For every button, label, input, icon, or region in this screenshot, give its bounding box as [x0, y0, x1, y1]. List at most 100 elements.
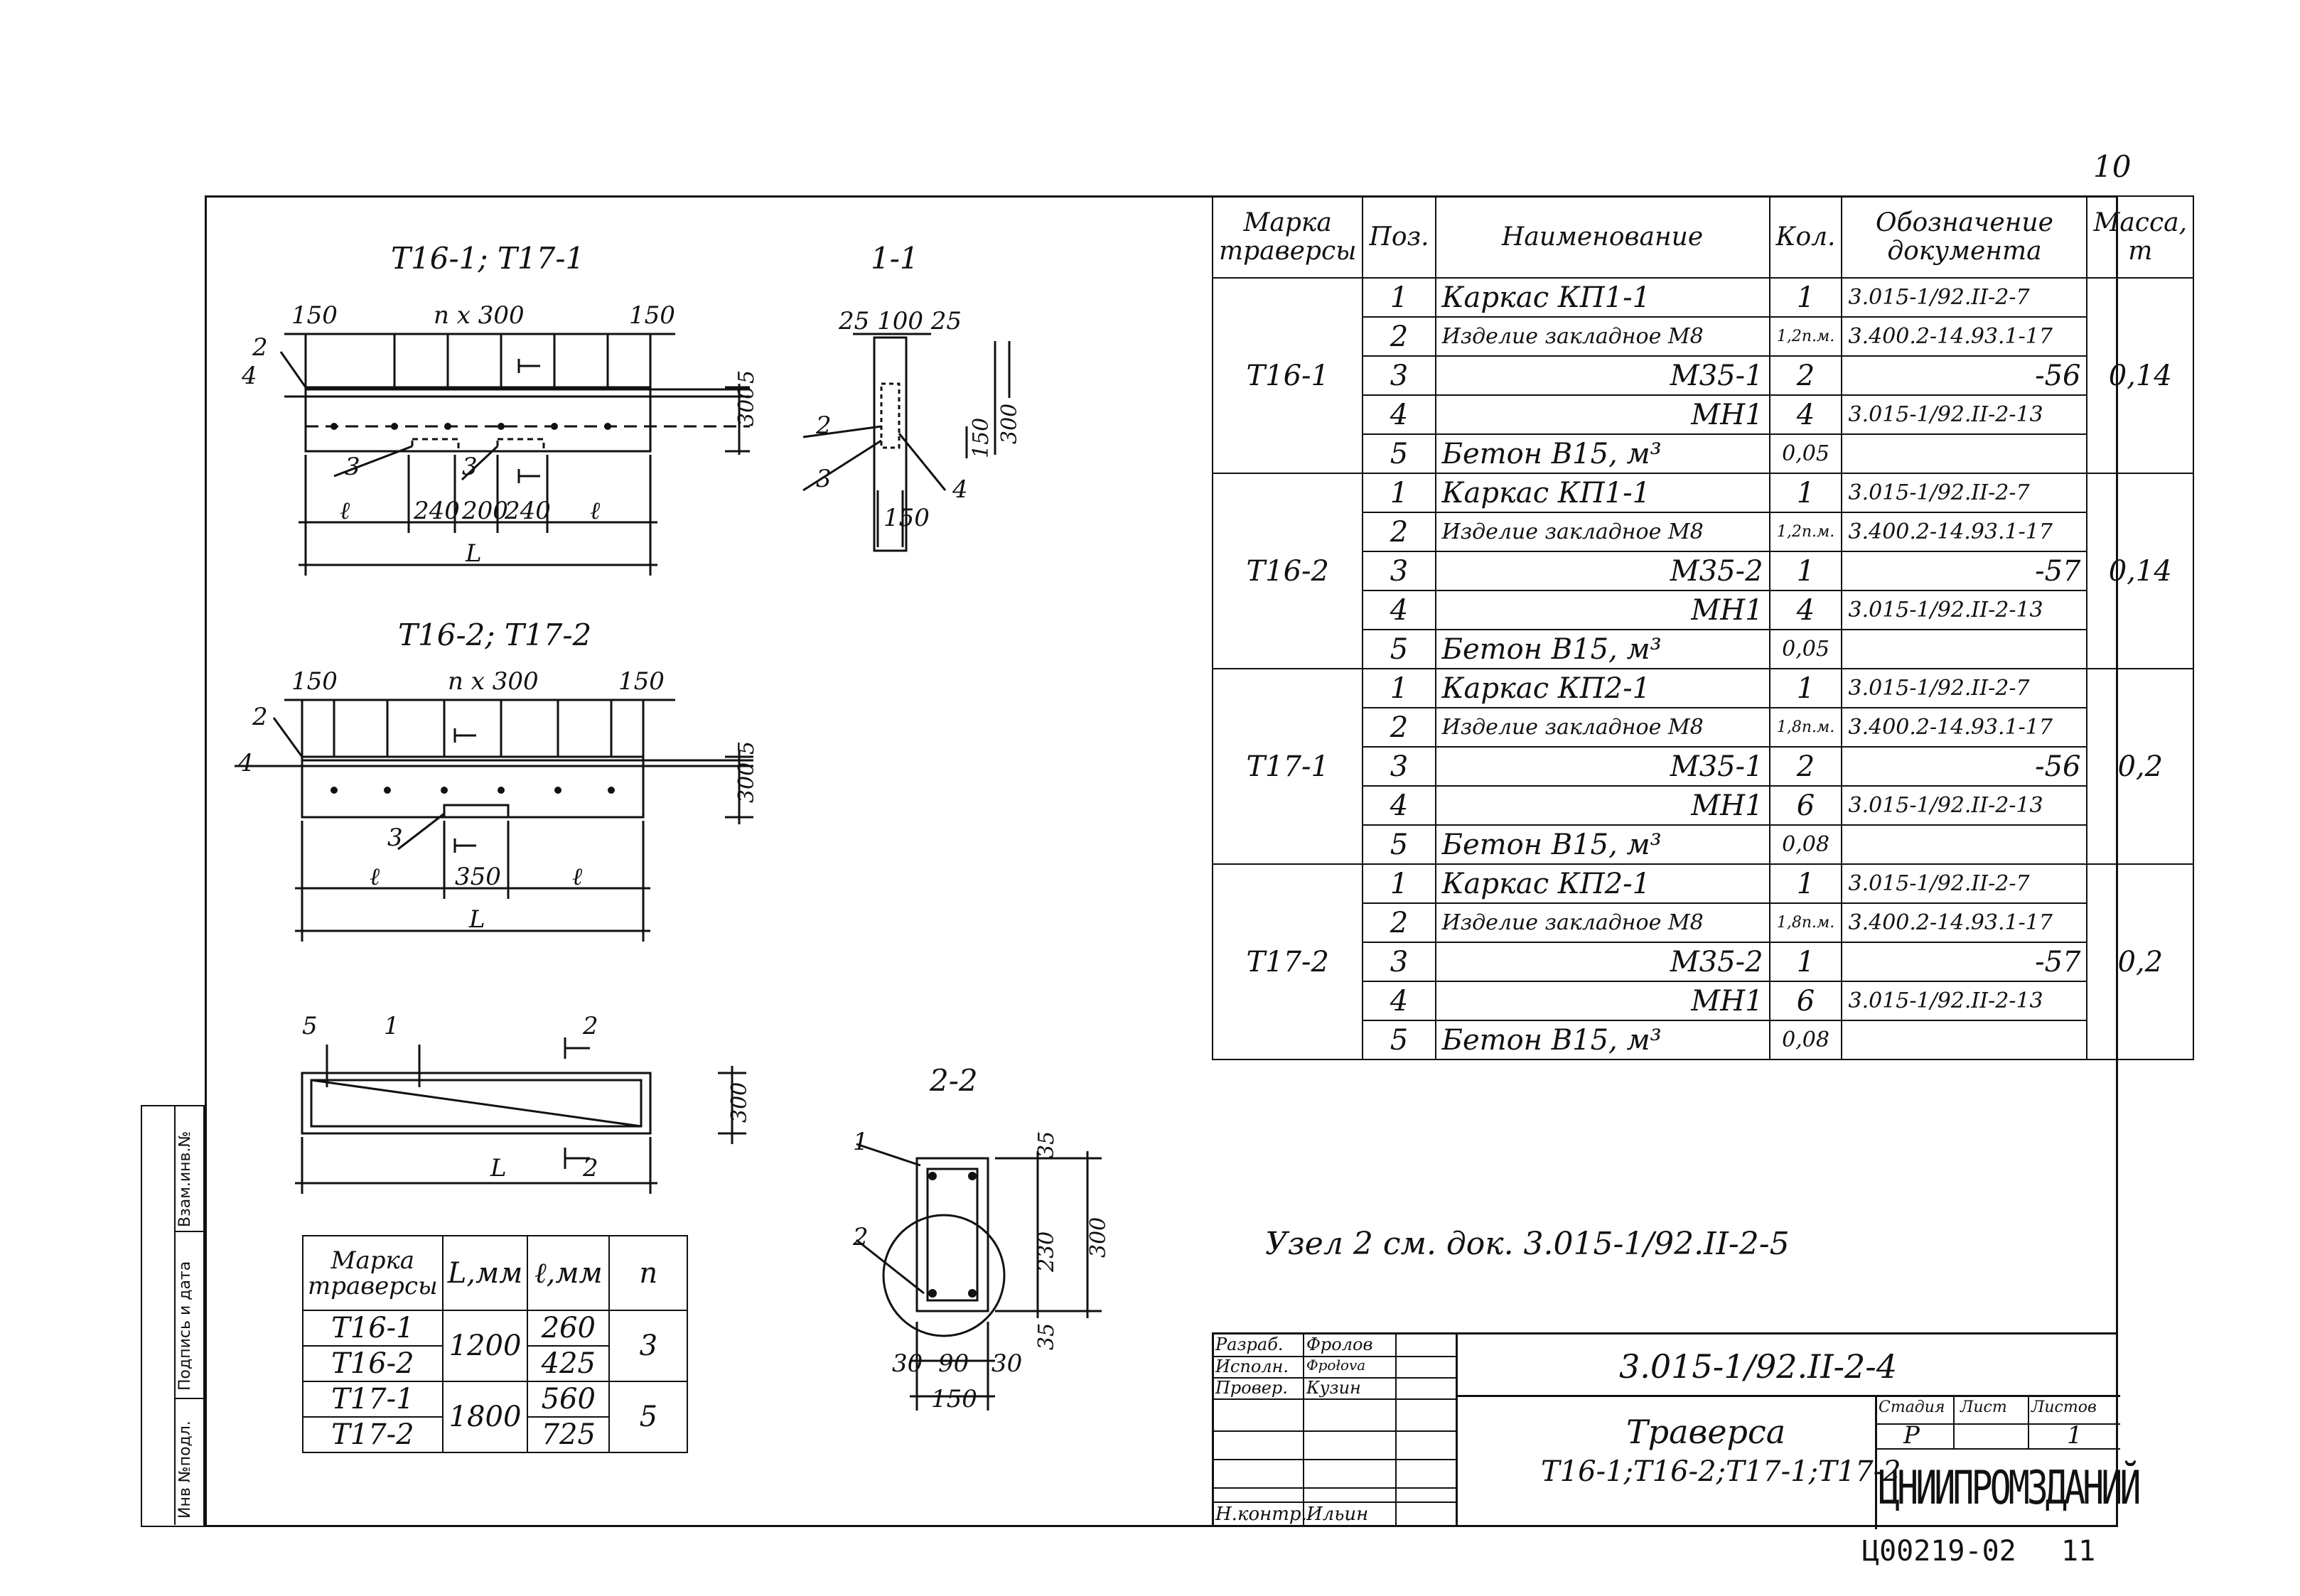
row-doc: [1841, 1020, 2088, 1060]
group-mark: Т16-1: [1211, 277, 1364, 474]
row-doc: [1841, 824, 2088, 865]
mt-l: 260: [527, 1310, 611, 1347]
svg-text:ℓ: ℓ: [370, 863, 380, 891]
row-qty: 0,08: [1768, 824, 1843, 865]
footer-code: Ц00219-02: [1862, 1535, 2016, 1568]
row-doc: [1841, 433, 2088, 474]
row-pos: 1: [1362, 863, 1436, 904]
row-doc: 3.400.2-14.93.1-17: [1841, 512, 2088, 552]
stage-value: Р: [1903, 1421, 1920, 1450]
row-pos: 5: [1362, 433, 1436, 474]
svg-text:ℓ: ℓ: [590, 497, 600, 525]
row-qty: 1: [1768, 942, 1843, 982]
svg-text:2: 2: [252, 703, 268, 731]
sheet-label: Лист: [1960, 1398, 2007, 1416]
footer-number: 11: [2061, 1535, 2096, 1568]
row-pos: 1: [1362, 277, 1436, 318]
svg-text:90: 90: [938, 1349, 969, 1378]
row-name: МН1: [1434, 590, 1770, 630]
row-pos: 3: [1362, 942, 1436, 982]
group-mark: Т17-1: [1211, 668, 1364, 865]
row-doc: 3.400.2-14.93.1-17: [1841, 707, 2088, 748]
org-name: ЦНИИПРОМЗДАНИЙ: [1879, 1461, 2141, 1515]
header-pos: Поз.: [1362, 195, 1436, 279]
row-doc: 3.015-1/92.II-2-13: [1841, 785, 2088, 826]
svg-text:ℓ: ℓ: [340, 497, 350, 525]
svg-text:3: 3: [387, 824, 403, 852]
svg-text:30: 30: [892, 1349, 923, 1378]
row-pos: 4: [1362, 590, 1436, 630]
row-doc: -57: [1841, 942, 2088, 982]
header-doc: Обозначение документа: [1841, 195, 2088, 279]
title-line1: Траверса: [1626, 1413, 1786, 1451]
mt-L: 1200: [441, 1310, 529, 1382]
row-qty: 4: [1768, 394, 1843, 435]
svg-text:4: 4: [952, 475, 968, 504]
group-mass: 0,2: [2086, 668, 2195, 865]
mt-l: 560: [527, 1381, 611, 1418]
group-mass: 0,2: [2086, 863, 2195, 1060]
row-qty: 1: [1768, 473, 1843, 513]
row-doc: -56: [1841, 355, 2088, 396]
row-qty: 6: [1768, 981, 1843, 1021]
row-qty: 1: [1768, 551, 1843, 591]
svg-text:150: 150: [883, 504, 930, 532]
section22: [856, 1143, 1102, 1411]
mark-table: Марка траверсы L,мм ℓ,мм n Т16-1 1200 26…: [302, 1235, 689, 1453]
page-number: 10: [2093, 149, 2132, 184]
group-mark: Т16-2: [1211, 473, 1364, 669]
row-doc: 3.015-1/92.II-2-7: [1841, 668, 2088, 708]
svg-text:240: 240: [504, 497, 551, 525]
view1-beam: [279, 333, 750, 576]
row-doc: 3.400.2-14.93.1-17: [1841, 316, 2088, 357]
svg-text:2: 2: [815, 411, 832, 440]
row-doc: -57: [1841, 551, 2088, 591]
section22-title: 2-2: [929, 1063, 978, 1098]
row-doc: 3.015-1/92.II-2-7: [1841, 473, 2088, 513]
svg-text:2: 2: [852, 1223, 869, 1251]
mt-mark: Т16-1: [302, 1310, 444, 1347]
node-note: Узел 2 см. док. 3.015-1/92.II-2-5: [1265, 1226, 1790, 1262]
row-qty: 1,2п.м.: [1768, 512, 1843, 552]
mt-mark: Т16-2: [302, 1345, 444, 1382]
row-pos: 2: [1362, 512, 1436, 552]
svg-text:1: 1: [384, 1012, 399, 1040]
row-qty: 6: [1768, 785, 1843, 826]
row-pos: 1: [1362, 668, 1436, 708]
svg-text:150: 150: [931, 1385, 977, 1413]
row-doc: 3.015-1/92.II-2-7: [1841, 277, 2088, 318]
svg-text:300: 300: [1086, 1217, 1111, 1258]
row-name: МН1: [1434, 394, 1770, 435]
svg-text:150: 150: [291, 667, 338, 696]
stage-label: Стадия: [1879, 1398, 1945, 1416]
svg-text:3: 3: [816, 465, 832, 493]
row-doc: 3.400.2-14.93.1-17: [1841, 902, 2088, 943]
row-pos: 2: [1362, 316, 1436, 357]
svg-text:4: 4: [237, 749, 254, 777]
svg-text:30: 30: [992, 1349, 1022, 1378]
row-pos: 2: [1362, 707, 1436, 748]
title-block: Разраб. Фролов Исполн. Фрołova Провер. К…: [1212, 1332, 2141, 1529]
svg-text:35: 35: [1034, 1131, 1059, 1158]
row-name: Бетон В15, м³: [1434, 1020, 1770, 1060]
row-name: Каркас КП1-1: [1434, 473, 1770, 513]
row-doc: 3.015-1/92.II-2-13: [1841, 590, 2088, 630]
svg-text:L: L: [465, 539, 482, 568]
svg-text:25 100 25: 25 100 25: [838, 307, 962, 335]
role-checker: Провер.: [1215, 1378, 1288, 1398]
row-qty: 1,8п.м.: [1768, 902, 1843, 943]
name-norm-control: Ильин: [1306, 1504, 1369, 1525]
sheets-label: Листов: [2031, 1398, 2097, 1416]
svg-text:300: 300: [734, 386, 759, 426]
mt-n: 5: [608, 1381, 689, 1453]
row-doc: -56: [1841, 746, 2088, 787]
row-name: Каркас КП2-1: [1434, 863, 1770, 904]
specification-table: Марка траверсы Поз. Наименование Кол. Об…: [1211, 195, 2195, 1060]
mt-header-l: ℓ,мм: [527, 1235, 611, 1311]
row-doc: 3.015-1/92.II-2-7: [1841, 863, 2088, 904]
svg-text:300: 300: [997, 404, 1022, 444]
svg-text:3: 3: [345, 453, 360, 481]
group-mass: 0,14: [2086, 277, 2195, 474]
row-name: М35-1: [1434, 355, 1770, 396]
